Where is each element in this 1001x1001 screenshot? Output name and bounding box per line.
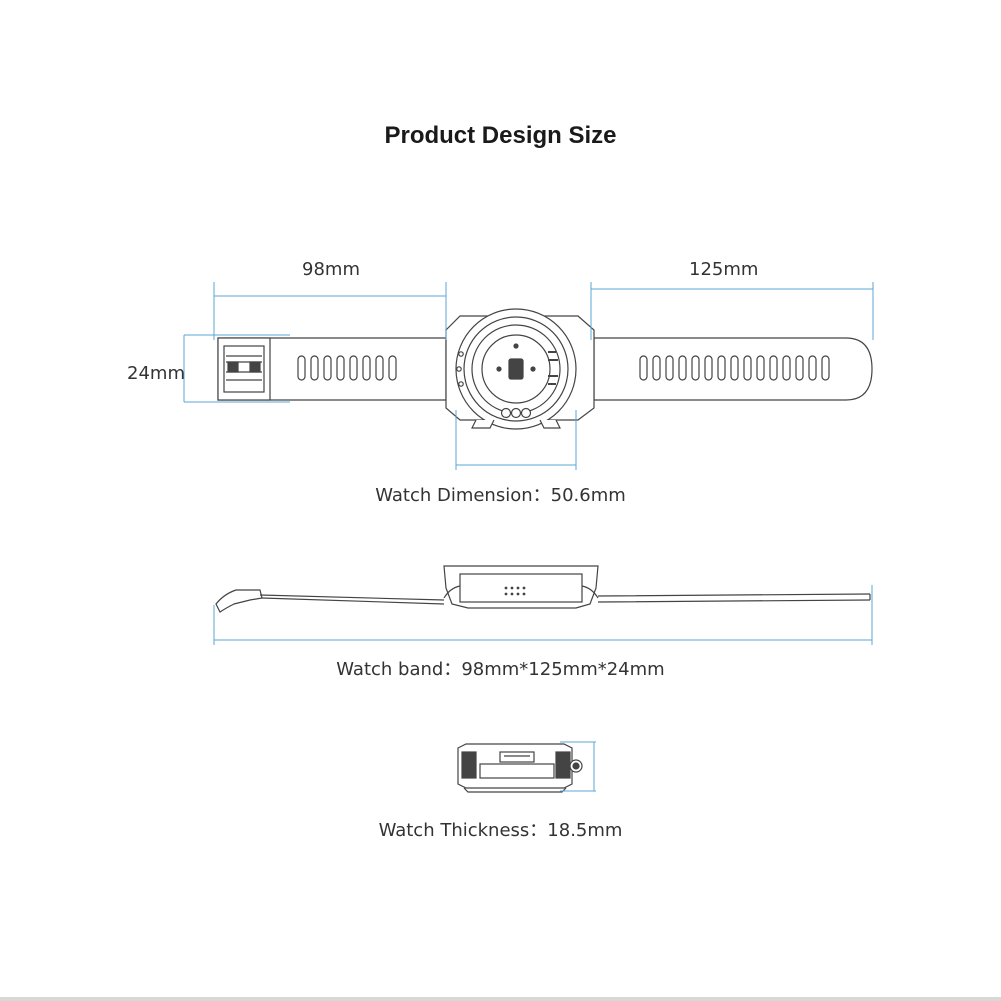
buckle-icon — [217, 337, 271, 401]
watch-case-back — [445, 308, 595, 430]
band-short-length-label: 98mm — [302, 259, 360, 280]
short-band-holes — [297, 355, 397, 381]
top-view-dimension-lines — [183, 282, 874, 470]
side-button-left — [471, 419, 495, 429]
side-button-right — [539, 419, 561, 429]
thickness-dimension-lines — [560, 741, 596, 792]
long-band-outline — [593, 337, 873, 401]
band-width-label: 24mm — [127, 363, 185, 384]
charging-pins — [500, 407, 532, 419]
watch-dimension-caption: Watch Dimension：50.6mm — [375, 485, 626, 506]
page-title: Product Design Size — [384, 122, 617, 149]
watch-top-view — [217, 308, 873, 430]
watch-thickness-caption: Watch Thickness：18.5mm — [378, 820, 623, 841]
watch-band-caption: Watch band：98mm*125mm*24mm — [336, 659, 665, 680]
band-long-length-label: 125mm — [689, 259, 759, 280]
watch-thickness-view — [457, 743, 583, 793]
side-speaker-grille — [504, 586, 526, 596]
long-band-holes — [639, 355, 830, 381]
watch-side-view — [215, 565, 871, 613]
bottom-divider — [0, 997, 1001, 1001]
side-view-dimension-lines — [213, 585, 873, 645]
side-strap-left — [215, 589, 263, 613]
